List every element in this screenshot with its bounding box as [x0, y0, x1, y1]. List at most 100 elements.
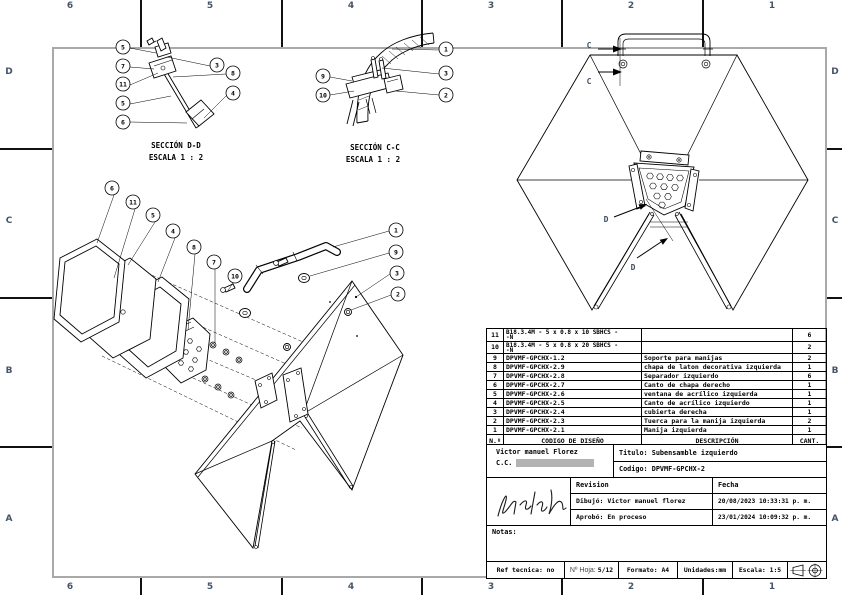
section-cc-scale: ESCALA 1 : 2: [346, 155, 400, 164]
titleblock-revision: Revision Dibujó: Victor manuel florez Ap…: [486, 477, 827, 526]
separators: [201, 341, 243, 399]
section-mark-c1: C: [587, 41, 592, 50]
drawn-by: Dibujó: Victor manuel florez: [571, 494, 712, 510]
author-id: C.C.: [496, 457, 613, 469]
zone-row-label: A: [5, 514, 13, 524]
zone-tick: [140, 0, 142, 47]
balloons-dd: 5 7 11 5 6 3 8 4: [115, 39, 241, 130]
format: Formato: A4: [619, 562, 678, 578]
titleblock-notes: Notas:: [486, 525, 827, 562]
zone-col-label: 6: [66, 1, 74, 11]
handle-outline: [617, 33, 711, 56]
balloons-exploded: 6 11 5 4 8 7 10 1 9 3 2: [104, 180, 406, 302]
svg-text:2: 2: [444, 92, 448, 100]
approved-by: Aprobó: En proceso: [576, 513, 647, 521]
zone-col-label: 6: [66, 582, 74, 592]
svg-text:6: 6: [110, 185, 114, 193]
svg-text:9: 9: [394, 249, 398, 257]
title-code-cell: Titulo: Subensamble izquierdo Codigo: DP…: [614, 445, 826, 477]
zone-col-label: 1: [768, 1, 776, 11]
units: Unidades:mm: [678, 562, 733, 578]
bom-row: 11 B18.3.4M - 5 x 0.8 x 10 SBHCS --N 6: [487, 329, 826, 341]
sheet-number: Nº Hoja:5/12: [565, 562, 619, 578]
zone-col-label: 4: [347, 582, 355, 592]
titleblock-row1: Victor manuel Florez C.C. Titulo: Subens…: [486, 444, 827, 478]
exploded-view: 6 11 5 4 8 7 10 1 9 3 2: [53, 180, 406, 550]
zone-tick: [0, 297, 52, 299]
svg-text:5: 5: [151, 212, 155, 220]
zone-row-label: D: [5, 67, 13, 77]
bom-header-code: CODIGO DE DISEÑO: [504, 435, 642, 447]
date-cell: Fecha 20/08/2023 10:33:31 p. m. 23/01/20…: [713, 478, 826, 525]
zone-row-label: C: [831, 216, 839, 226]
zone-row-label: B: [831, 366, 839, 376]
svg-text:5: 5: [121, 100, 125, 108]
zone-tick: [421, 0, 423, 47]
svg-text:4: 4: [171, 228, 175, 236]
section-mark-d2: D: [631, 263, 636, 272]
svg-text:2: 2: [396, 291, 400, 299]
svg-text:11: 11: [129, 199, 137, 207]
leader-lines: [329, 48, 440, 96]
zone-tick: [561, 578, 563, 595]
zone-tick: [281, 578, 283, 595]
drawn-date: 20/08/2023 10:33:31 p. m.: [713, 494, 826, 510]
bom-header-qty: CANT.: [799, 437, 820, 445]
zone-row-label: A: [831, 514, 839, 524]
section-mark-c2: C: [587, 77, 592, 86]
section-dd-scale: ESCALA 1 : 2: [149, 153, 203, 162]
zone-tick: [827, 297, 842, 299]
svg-text:1: 1: [394, 227, 398, 235]
sheet-edge-ring: [53, 238, 126, 343]
revision-cell: Revision Dibujó: Victor manuel florez Ap…: [571, 478, 713, 525]
section-cc-title: SECCIÓN C-C: [350, 143, 400, 152]
svg-text:1: 1: [444, 46, 448, 54]
svg-text:10: 10: [319, 92, 327, 100]
svg-text:5: 5: [121, 44, 125, 52]
zone-tick: [702, 0, 704, 47]
balloons-cc: 1 3 2 9 10: [315, 41, 454, 103]
zone-tick: [827, 148, 842, 150]
zone-tick: [421, 578, 423, 595]
svg-text:9: 9: [321, 73, 325, 81]
drawing-code: Codigo: DPVMF-GPCHX-2: [619, 465, 705, 473]
zone-col-label: 3: [487, 1, 495, 11]
svg-text:7: 7: [212, 259, 216, 267]
section-dd-view: 5 7 11 5 6 3 8 4 SECCIÓN D-D ESCALA 1 : …: [115, 37, 241, 162]
revision-label: Revision: [571, 478, 712, 494]
scale: Escala: 1:5: [733, 562, 788, 578]
zone-tick: [0, 446, 52, 448]
zone-col-label: 3: [487, 582, 495, 592]
notes-label: Notas:: [492, 528, 517, 536]
zone-tick: [140, 578, 142, 595]
projection-cell: [788, 562, 826, 578]
bom-row: 10 B18.3.4M - 5 x 0.8 x 20 SBHCS --N 2: [487, 341, 826, 353]
zone-col-label: 5: [206, 1, 214, 11]
svg-text:6: 6: [121, 119, 125, 127]
titleblock-footer: Ref tecnica: no Nº Hoja:5/12 Formato: A4…: [486, 561, 827, 579]
svg-text:3: 3: [395, 270, 399, 278]
author-cell: Victor manuel Florez C.C.: [487, 445, 614, 477]
section-mark-d1: D: [604, 215, 609, 224]
ref-tecnica: Ref tecnica: no: [487, 562, 565, 578]
projection-symbol-icon: [790, 563, 823, 577]
approved-date: 23/01/2024 10:09:32 p. m.: [718, 514, 812, 521]
zone-col-label: 2: [627, 1, 635, 11]
zone-tick: [281, 0, 283, 47]
author-name: Victor manuel Florez: [496, 448, 578, 456]
zone-col-label: 1: [768, 582, 776, 592]
zone-tick: [561, 0, 563, 47]
zone-col-label: 5: [206, 582, 214, 592]
svg-text:3: 3: [444, 70, 448, 78]
leader-lines: [129, 47, 228, 124]
zone-col-label: 4: [347, 1, 355, 11]
zone-row-label: C: [5, 216, 13, 226]
